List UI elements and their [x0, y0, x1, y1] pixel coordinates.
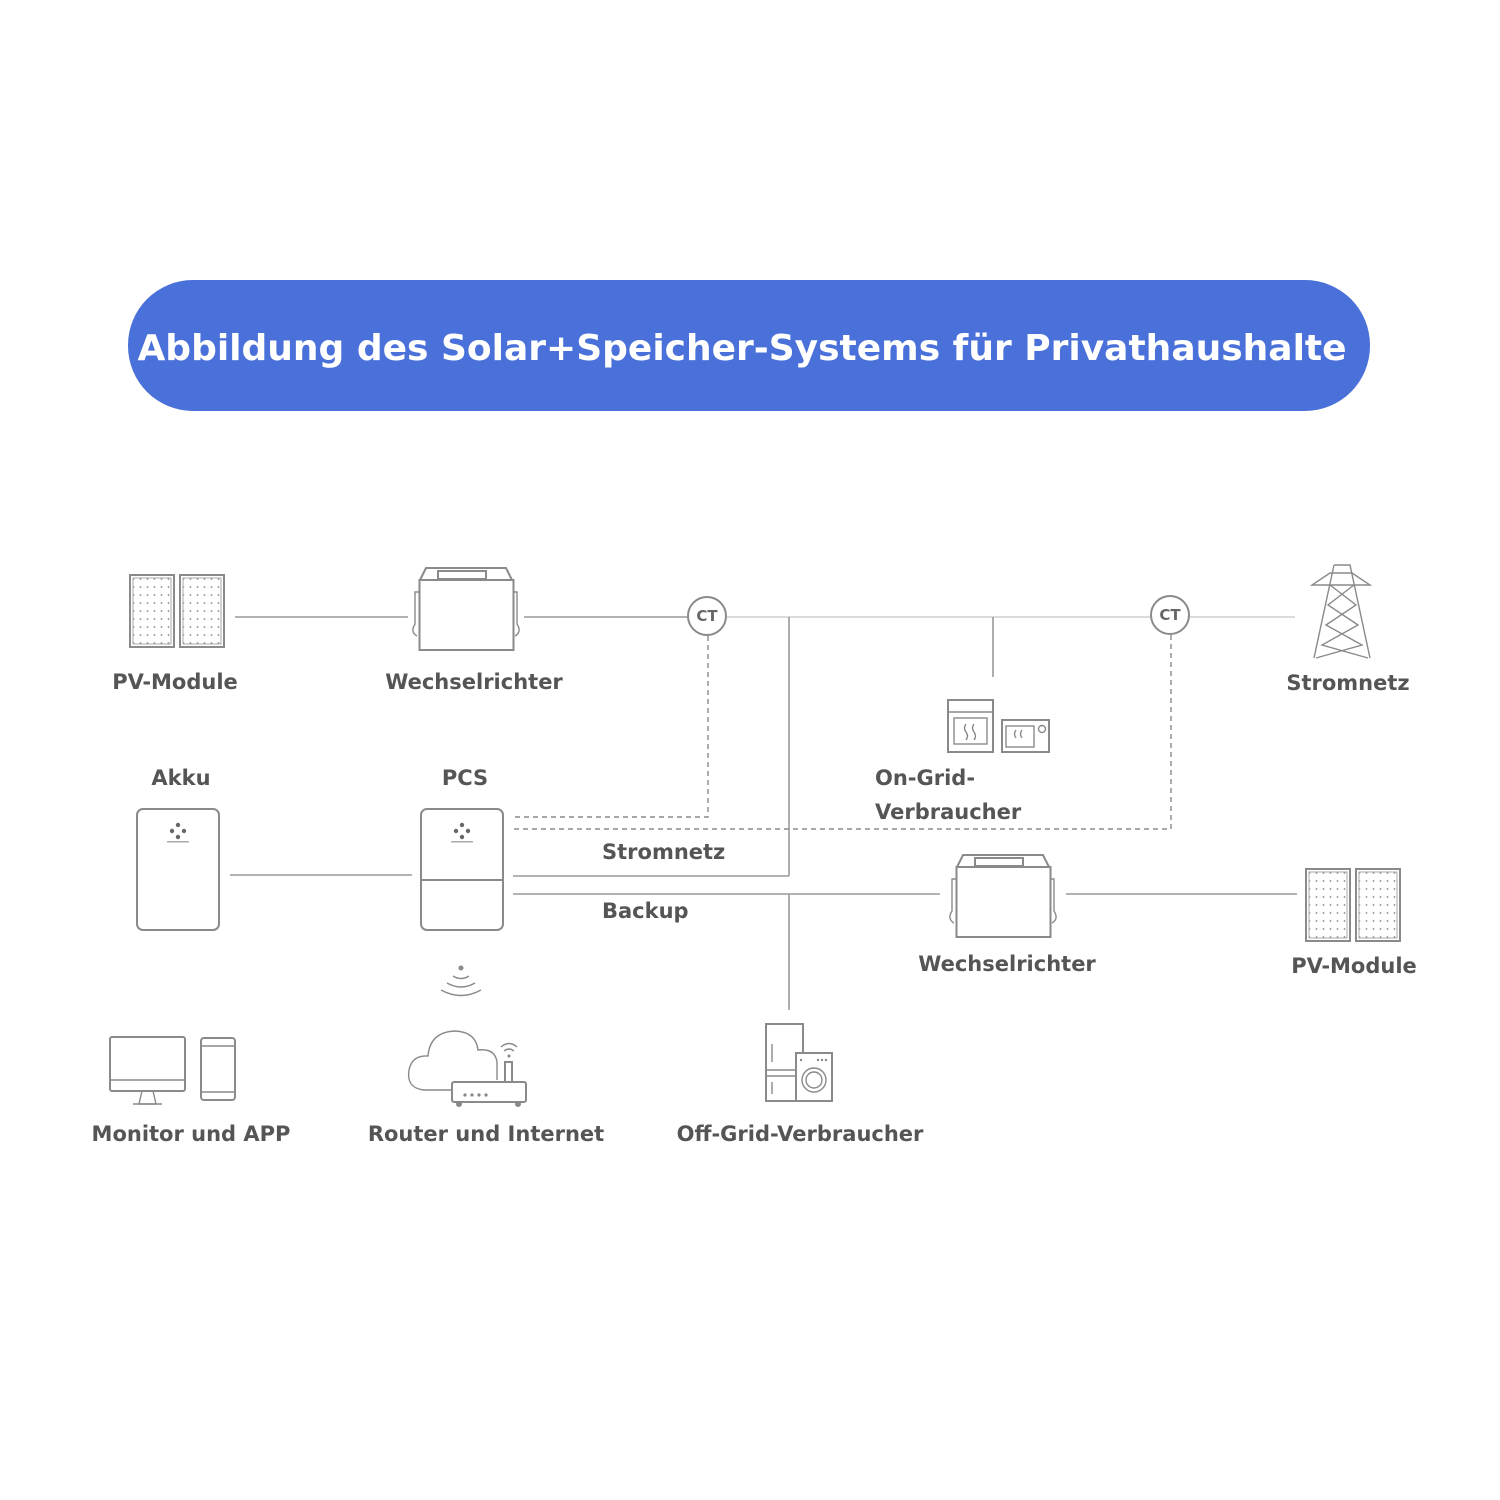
power-tower-icon — [1309, 564, 1373, 659]
page-title: Abbildung des Solar+Speicher-Systems für… — [137, 328, 1346, 369]
ct-sensor-2: CT — [1150, 595, 1190, 635]
connection-lines — [230, 616, 1297, 1010]
on-grid-label-line2: Verbraucher — [875, 800, 1022, 824]
inverter-icon — [411, 567, 521, 651]
svg-text:CT: CT — [1159, 606, 1181, 624]
svg-text:CT: CT — [696, 607, 718, 625]
monitor-phone-icon — [109, 1036, 236, 1105]
monitor-label: Monitor und APP — [92, 1122, 291, 1146]
solar-panel-icon-2 — [1305, 868, 1401, 942]
battery-icon — [136, 808, 220, 931]
inverter-label: Wechselrichter — [385, 670, 563, 694]
solar-panel-icon — [129, 574, 225, 648]
inverter-label-2: Wechselrichter — [918, 952, 1096, 976]
battery-label: Akku — [151, 766, 210, 790]
grid-label: Stromnetz — [1286, 671, 1409, 695]
backup-connection-label: Backup — [602, 899, 689, 923]
title-banner — [128, 280, 1370, 411]
cloud-router-icon — [407, 1030, 527, 1107]
off-grid-label: Off-Grid-Verbraucher — [677, 1122, 924, 1146]
grid-connection-label: Stromnetz — [602, 840, 725, 864]
on-grid-label-line1: On-Grid- — [875, 766, 975, 790]
router-label: Router und Internet — [368, 1122, 604, 1146]
ct-sensor-1: CT — [687, 596, 727, 636]
inverter-icon-2 — [948, 854, 1058, 938]
fridge-washer-icon — [765, 1023, 833, 1102]
pv-module-label: PV-Module — [112, 670, 238, 694]
wifi-icon — [440, 965, 482, 997]
pv-module-label-2: PV-Module — [1291, 954, 1417, 978]
oven-microwave-icon — [947, 699, 1050, 753]
pcs-label: PCS — [442, 766, 488, 790]
pcs-icon — [420, 808, 504, 931]
